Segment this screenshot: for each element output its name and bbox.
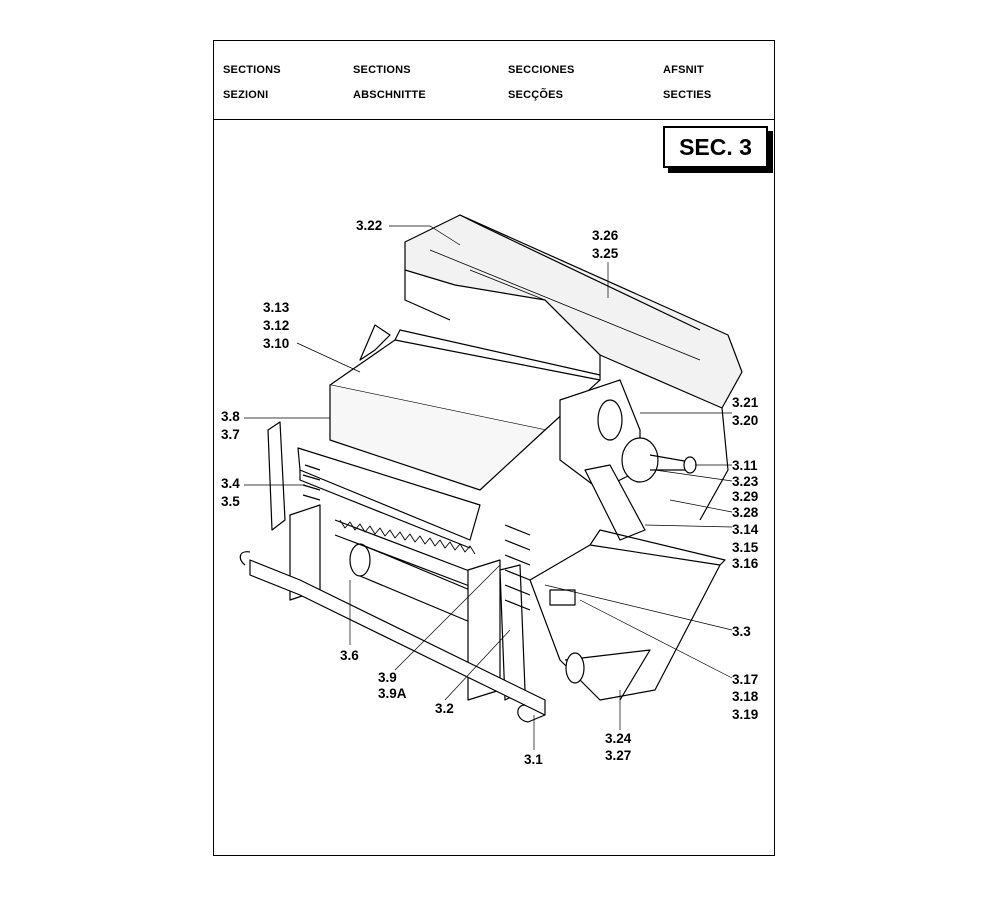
callout-3-14: 3.14 bbox=[732, 522, 759, 537]
section-header: SECTIONS SECTIONS SECCIONES AFSNIT SEZIO… bbox=[214, 41, 774, 120]
header-sezioni: SEZIONI bbox=[223, 89, 269, 101]
callout-3-28: 3.28 bbox=[732, 505, 759, 520]
header-sections-fr: SECTIONS bbox=[353, 64, 411, 76]
header-secties: SECTIES bbox=[663, 89, 712, 101]
callout-3-17: 3.17 bbox=[732, 672, 759, 687]
callout-3-16: 3.16 bbox=[732, 556, 759, 571]
header-sections-en: SECTIONS bbox=[223, 64, 281, 76]
callout-3-6: 3.6 bbox=[340, 648, 359, 663]
callout-3-26: 3.26 bbox=[592, 228, 619, 243]
header-seccoes: SECÇÕES bbox=[508, 89, 564, 101]
callout-3-21: 3.21 bbox=[732, 395, 759, 410]
callout-3-4: 3.4 bbox=[221, 476, 240, 491]
header-abschnitte: ABSCHNITTE bbox=[353, 89, 426, 101]
callout-3-2: 3.2 bbox=[435, 701, 454, 716]
callout-3-24: 3.24 bbox=[605, 731, 632, 746]
callout-3-13: 3.13 bbox=[263, 300, 290, 315]
callout-3-23: 3.23 bbox=[732, 474, 759, 489]
callout-3-25: 3.25 bbox=[592, 246, 619, 261]
callout-3-11: 3.11 bbox=[732, 458, 758, 473]
callout-3-29: 3.29 bbox=[732, 489, 759, 504]
section-badge: SEC. 3 bbox=[663, 126, 768, 168]
callout-3-9A: 3.9A bbox=[378, 686, 407, 701]
callout-3-18: 3.18 bbox=[732, 689, 759, 704]
callout-3-5: 3.5 bbox=[221, 494, 240, 509]
callout-3-19: 3.19 bbox=[732, 707, 759, 722]
callout-3-8: 3.8 bbox=[221, 409, 240, 424]
callout-3-15: 3.15 bbox=[732, 540, 759, 555]
callout-3-27: 3.27 bbox=[605, 748, 632, 763]
header-afsnit: AFSNIT bbox=[663, 64, 704, 76]
callout-3-3: 3.3 bbox=[732, 624, 751, 639]
callout-3-12: 3.12 bbox=[263, 318, 290, 333]
section-badge-label: SEC. 3 bbox=[679, 133, 752, 160]
callout-3-9: 3.9 bbox=[378, 670, 397, 685]
callout-3-22: 3.22 bbox=[356, 218, 383, 233]
callout-3-10: 3.10 bbox=[263, 336, 290, 351]
header-secciones: SECCIONES bbox=[508, 64, 575, 76]
callout-3-1: 3.1 bbox=[524, 752, 543, 767]
callout-3-7: 3.7 bbox=[221, 427, 240, 442]
page-frame: SECTIONS SECTIONS SECCIONES AFSNIT SEZIO… bbox=[213, 40, 775, 856]
callout-3-20: 3.20 bbox=[732, 413, 759, 428]
